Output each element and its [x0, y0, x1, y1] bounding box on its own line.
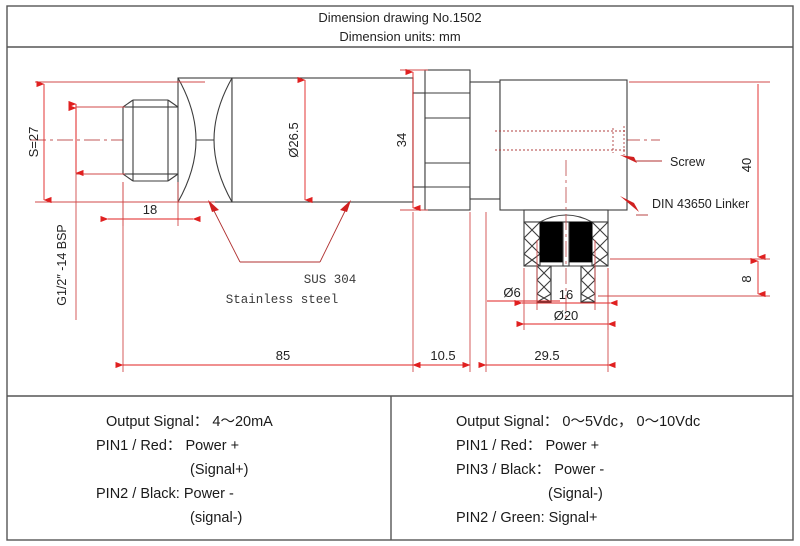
dimension-85: 85: [115, 182, 421, 372]
spec-right-line-5: PIN2 / Green: Signal+: [456, 510, 597, 526]
spec-right-line-2: PIN1 / Red： Power +: [456, 438, 599, 454]
spec-left-line-5: (signal-): [190, 510, 242, 526]
spec-right-line-3: PIN3 / Black： Power -: [456, 462, 604, 478]
dimension-40-label: 40: [739, 158, 754, 172]
spec-left-line-2: PIN1 / Red： Power +: [96, 438, 239, 454]
spec-panel-left: Output Signal： 4～20mA PIN1 / Red： Power …: [96, 414, 273, 526]
spec-right-line-4: (Signal-): [548, 486, 603, 502]
dimension-d265-label: Ø26.5: [286, 122, 301, 157]
dimension-s27-label: S=27: [26, 127, 41, 158]
dimension-16: 16: [514, 240, 618, 310]
dimension-10-5: 10.5: [412, 212, 471, 372]
annotation-material-line2: Stainless steel: [226, 293, 339, 307]
annotation-material-line1: SUS 304: [304, 273, 357, 287]
din-connector-gland: [523, 160, 609, 320]
annotation-connector-label: DIN 43650 Linker: [652, 197, 749, 211]
spec-panel-right: Output Signal： 0～5Vdc， 0～10Vdc PIN1 / Re…: [456, 414, 700, 526]
dimension-40: 40: [629, 81, 770, 261]
dimension-8: 8: [598, 257, 770, 298]
spec-right-line-1: Output Signal： 0～5Vdc， 0～10Vdc: [456, 414, 700, 430]
annotation-screw: Screw: [620, 155, 706, 169]
dimension-29-5-label: 29.5: [534, 348, 559, 363]
spec-left-line-4: PIN2 / Black: Power -: [96, 486, 234, 502]
dimension-85-label: 85: [276, 348, 290, 363]
thread-nipple: [122, 99, 179, 182]
annotation-connector: DIN 43650 Linker: [620, 196, 749, 216]
dimension-18-label: 18: [143, 202, 157, 217]
dimension-16-label: 16: [559, 287, 573, 302]
annotation-thread: G1/2″ -14 BSP: [55, 100, 77, 320]
dimension-8-label: 8: [739, 275, 754, 282]
annotation-thread-label: G1/2″ -14 BSP: [55, 224, 69, 306]
annotation-screw-label: Screw: [670, 155, 706, 169]
dimension-10-5-label: 10.5: [430, 348, 455, 363]
dimension-d20-label: Ø20: [554, 308, 579, 323]
hex-flats-section: [177, 77, 233, 203]
dimension-d6-label: Ø6: [503, 285, 520, 300]
hex-nut-section: [412, 69, 501, 211]
header-title: Dimension drawing No.1502: [318, 10, 481, 25]
spec-left-line-1: Output Signal： 4～20mA: [106, 414, 273, 430]
annotation-material: SUS 304 Stainless steel: [208, 200, 356, 307]
outer-frame: [6, 5, 794, 541]
dimension-29-5: 29.5: [478, 212, 616, 372]
spec-left-line-3: (Signal+): [190, 462, 248, 478]
dimension-d265: Ø26.5: [286, 76, 313, 204]
dimension-s27: S=27: [26, 80, 215, 204]
dimension-34: 34: [394, 68, 428, 212]
dimension-34-label: 34: [394, 133, 409, 147]
header-subtitle: Dimension units: mm: [339, 29, 460, 44]
electronics-housing: [495, 79, 628, 211]
main-body-cylinder: [231, 77, 414, 203]
